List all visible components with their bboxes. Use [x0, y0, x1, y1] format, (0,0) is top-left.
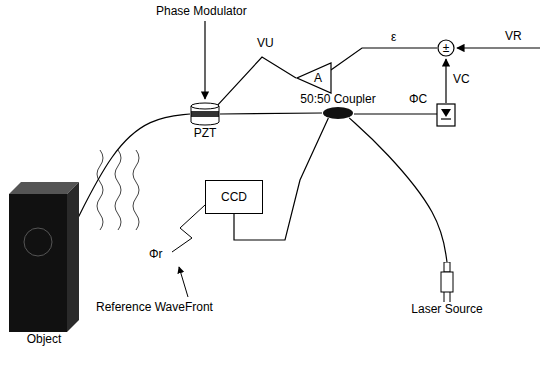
summing-junction: ±	[437, 39, 455, 57]
amplifier-triangle: A	[296, 62, 332, 94]
node-label: PZT	[194, 126, 217, 140]
connector-pin	[444, 292, 445, 302]
text-group: Object	[27, 332, 62, 346]
coupler-body	[323, 107, 353, 119]
reference-beam	[172, 205, 205, 252]
connector-ferrule	[444, 262, 450, 272]
leader-line	[179, 267, 188, 297]
connector-body	[441, 272, 453, 292]
pointer-arrow	[204, 21, 205, 99]
pzt-actuator: PZT	[188, 102, 222, 140]
ccd-camera: CCD	[205, 180, 263, 214]
object-wavefront	[115, 150, 121, 230]
text-group: Laser Source	[411, 302, 482, 316]
annotation-label: Reference WaveFront	[95, 300, 214, 314]
shape-outline	[322, 106, 354, 120]
signal-label: ε	[390, 30, 397, 44]
text-group: CCD	[221, 190, 247, 204]
object-block: Object	[6, 182, 82, 346]
amplifier-outline	[297, 63, 331, 93]
object-wavefront	[97, 150, 103, 230]
shape-outline	[9, 182, 79, 332]
object-side	[67, 182, 79, 332]
object-wavefront	[133, 150, 139, 230]
node-label: Object	[27, 332, 62, 346]
text-group: ±	[443, 41, 450, 55]
annotation-label: VR	[504, 29, 523, 43]
annotation-label: Phase Modulator	[155, 4, 248, 18]
laser-source: Laser Source	[407, 262, 486, 316]
annotation-label: Φr	[148, 247, 164, 261]
text-group: A	[314, 71, 322, 85]
object-pattern	[24, 228, 52, 256]
optical-fiber-or-wire	[234, 118, 328, 240]
detector-signal-wire	[445, 59, 446, 103]
optical-fiber	[354, 113, 437, 114]
object-top	[9, 182, 79, 194]
signal-label: VU	[256, 36, 275, 50]
optical-fiber-or-wire	[220, 113, 322, 114]
cylinder-side	[191, 106, 192, 122]
photodetector	[437, 104, 455, 126]
shape-outline	[440, 262, 454, 302]
piezo-band	[191, 111, 219, 117]
cylinder-top	[191, 103, 219, 109]
text-group: PZT	[194, 126, 217, 140]
shape-outline	[190, 102, 220, 126]
diode-symbol	[441, 109, 451, 117]
junction-outline	[438, 40, 454, 56]
node-label: A	[314, 71, 322, 85]
diode-bar	[441, 118, 451, 119]
node-label: 50:50 Coupler	[300, 92, 375, 106]
cylinder-bottom	[191, 122, 219, 125]
object-face	[9, 194, 67, 332]
annotation-label: ΦC	[408, 92, 428, 106]
cylinder-side	[219, 106, 220, 122]
connector-pin	[450, 292, 451, 302]
optical-fiber-or-wire	[73, 114, 190, 227]
node-label: Laser Source	[411, 302, 482, 316]
annotation-label: VC	[452, 72, 471, 86]
node-label: ±	[443, 41, 450, 55]
optical-fiber-or-wire	[331, 48, 437, 70]
text-group: 50:50 Coupler	[300, 92, 375, 106]
optical-fiber-or-wire	[218, 57, 296, 105]
reference-signal-wire	[457, 47, 540, 48]
node-label: CCD	[221, 190, 247, 204]
optical-fiber-or-wire	[349, 118, 447, 262]
fiber-coupler: 50:50 Coupler	[296, 92, 379, 120]
